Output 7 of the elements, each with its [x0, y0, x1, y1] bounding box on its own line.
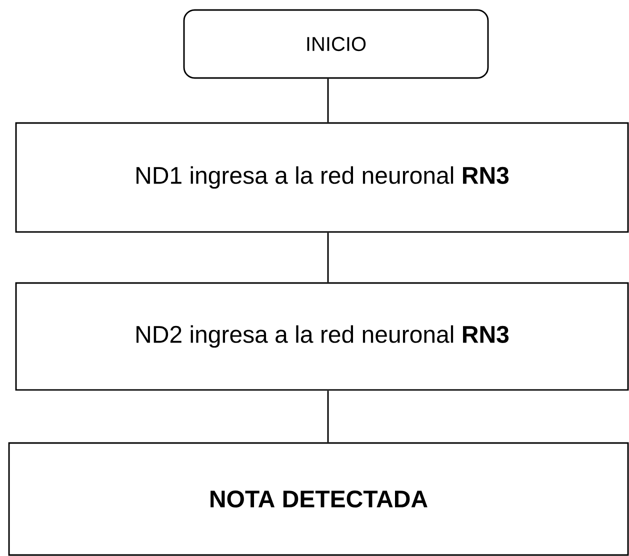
connector-line — [327, 78, 329, 122]
connector-line — [327, 390, 329, 442]
start-terminal: INICIO — [183, 9, 489, 79]
process-box: ND2 ingresa a la red neuronal RN3 — [15, 282, 629, 391]
process-box: ND1 ingresa a la red neuronal RN3 — [15, 122, 629, 233]
connector-line — [327, 232, 329, 282]
result-box: NOTA DETECTADA — [8, 442, 629, 556]
